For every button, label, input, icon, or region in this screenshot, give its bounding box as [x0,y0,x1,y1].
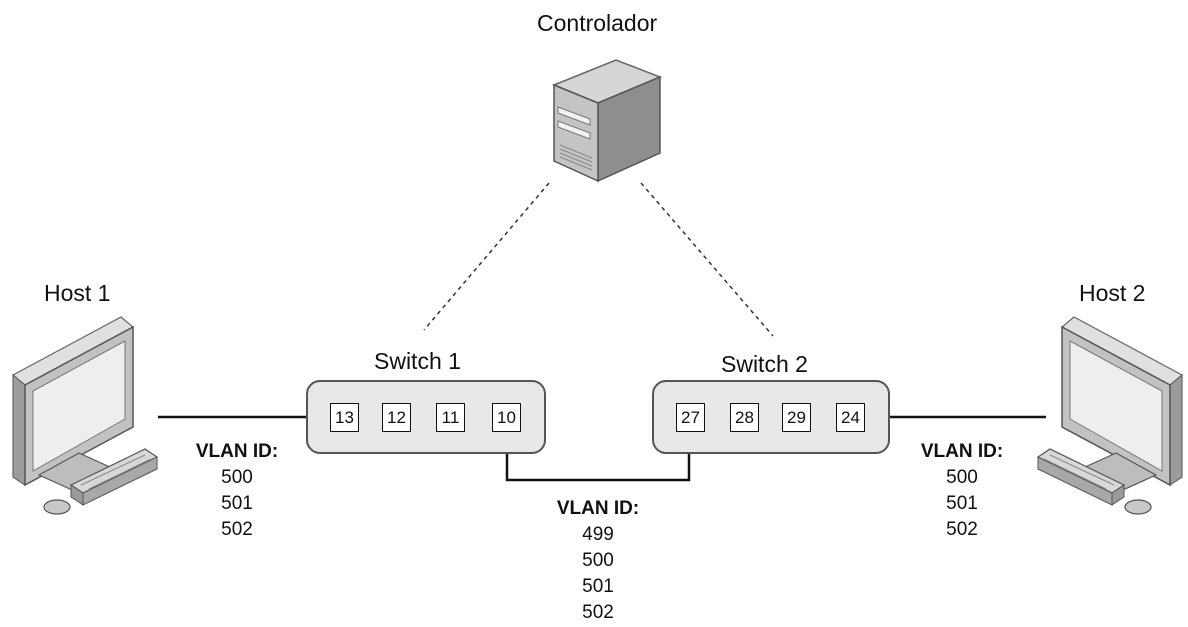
switch1-label: Switch 1 [374,348,461,374]
switch1-port: 11 [436,403,465,432]
desktop-computer-icon [11,316,159,515]
switch2-port: 29 [782,403,811,432]
vlan-id: 500 [221,467,253,488]
vlan-trunk-title: VLAN ID: [556,498,640,519]
server-icon [552,59,663,183]
vlan-id: 501 [582,576,614,597]
switch1-port: 12 [382,403,411,432]
vlan-id: 500 [946,467,978,488]
switch1-port: 10 [492,403,521,432]
vlan-id: 501 [946,493,978,514]
vlan-id: 502 [946,519,978,540]
controller-label: Controlador [537,10,658,36]
vlan-host1-title: VLAN ID: [195,441,279,462]
switch2-port: 27 [676,403,705,432]
trunk-link [505,432,691,482]
switch2: 27 28 29 24 [652,380,890,454]
controller-link-switch1 [423,182,550,331]
controller-link-switch2 [640,182,774,337]
switch1: 13 12 11 10 [306,380,546,454]
vlan-trunk: VLAN ID: 499 500 501 502 [545,496,651,626]
host1-label: Host 1 [44,280,111,306]
vlan-id: 502 [582,602,614,623]
desktop-computer-icon [1036,316,1184,515]
switch2-port: 28 [730,403,759,432]
host2-label: Host 2 [1079,280,1146,306]
vlan-id: 502 [221,519,253,540]
vlan-id: 500 [582,550,614,571]
vlan-id: 499 [582,524,614,545]
switch1-port: 13 [330,403,359,432]
vlan-id: 501 [221,493,253,514]
vlan-host2-title: VLAN ID: [920,441,1004,462]
switch2-label: Switch 2 [721,351,808,377]
vlan-host1: VLAN ID: 500 501 502 [185,439,289,543]
vlan-host2: VLAN ID: 500 501 502 [909,439,1015,543]
switch2-port: 24 [836,403,865,432]
